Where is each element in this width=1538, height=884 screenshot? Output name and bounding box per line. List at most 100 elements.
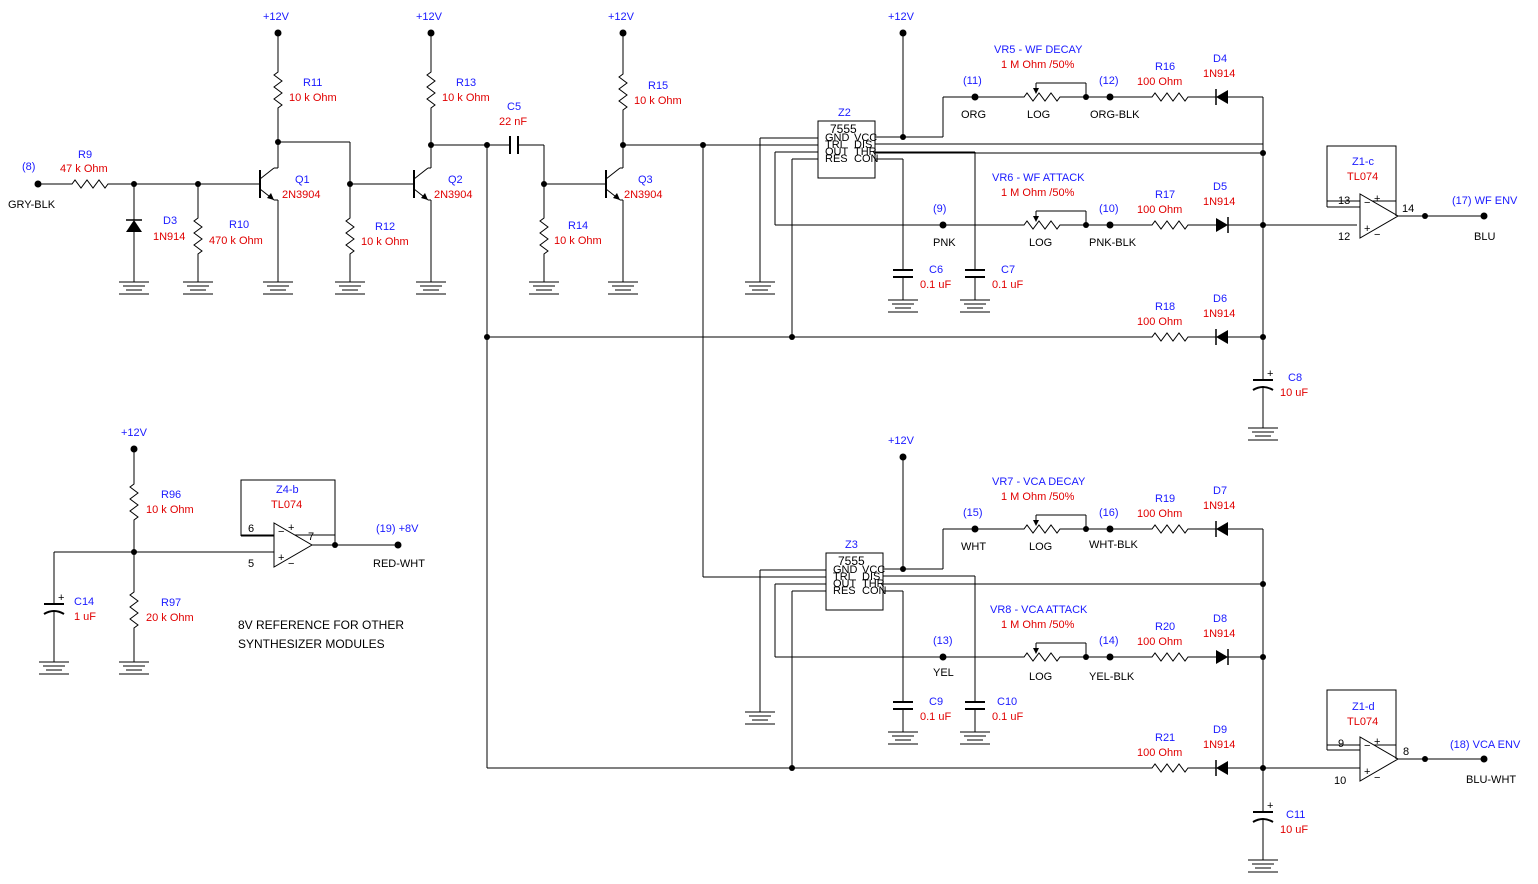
pin-11-terminal[interactable] [971,93,979,101]
q3-value: 2N3904 [624,189,663,201]
reference-section: +12V R96 10 k Ohm C14 1 uF R97 20 k Ohm … [38,427,425,675]
diode-d3 [126,219,142,232]
resistor-r19 [1147,524,1193,534]
vca-env-output-terminal[interactable] [1480,755,1488,763]
diode-d6 [1215,328,1229,346]
resistor-r21 [1147,763,1193,773]
pin-9-wire: PNK [933,237,956,249]
z1d-pin-b: 10 [1334,775,1346,787]
c6-ref: C6 [929,264,943,276]
r9-ref: R9 [78,149,92,161]
pin-12-terminal[interactable] [1106,93,1114,101]
z2-chip: 7555 [830,122,857,136]
d3-value: 1N914 [153,231,185,243]
z4b-value: TL074 [271,499,302,511]
diode-d8 [1215,648,1229,666]
vr7-value: 1 M Ohm /50% [1001,491,1075,503]
d9-value: 1N914 [1203,739,1235,751]
z2-pin-tri: TRI [825,139,843,151]
diode-d9 [1215,759,1229,777]
pin-14-terminal[interactable] [1106,653,1114,661]
vr5-ref: VR5 - WF DECAY [994,44,1083,56]
c14-value: 1 uF [74,611,96,623]
vplus-ref: +12V [121,427,148,439]
z3-pin-vcc: VCC [862,564,885,576]
z1d-pin-a: 9 [1338,738,1344,750]
vca-envelope-section: Z3 7555 GND TRI OUT RES VCC DIS THR CON … [487,145,1521,873]
pin-16-wire: WHT-BLK [1089,539,1139,551]
vr8-taper: LOG [1029,671,1052,683]
q3-ref: Q3 [638,174,653,186]
chip-z2: Z2 7555 GND TRI OUT RES VCC DIS THR CON [817,107,879,179]
resistor-r14 [539,213,549,259]
pin-10-label: (10) [1099,203,1119,215]
r15-ref: R15 [648,80,668,92]
pin-10-terminal[interactable] [1106,221,1114,229]
input-wire-color: GRY-BLK [8,199,56,211]
wf-env-wire: BLU [1474,231,1495,243]
input-stage: (8) GRY-BLK R9 47 k Ohm D3 1N914 R10 470… [8,11,818,295]
pin-14-label: (14) [1099,635,1119,647]
pin-9-terminal[interactable] [939,221,947,229]
z4b-ref: Z4-b [276,484,299,496]
pot-vr7 [1019,514,1065,534]
r17-value: 100 Ohm [1137,204,1182,216]
d5-value: 1N914 [1203,196,1235,208]
d5-ref: D5 [1213,181,1227,193]
c7-ref: C7 [1001,264,1015,276]
ref-output-wire: RED-WHT [373,558,425,570]
opamp-z1d [1359,735,1399,785]
pin-13-wire: YEL [933,667,954,679]
z2-pin-vcc: VCC [854,132,877,144]
vca-env-label: (18) VCA ENV [1450,739,1521,751]
c11-ref: C11 [1286,809,1305,821]
transistor-q2 [413,167,429,201]
z1c-pin-b: 12 [1338,231,1350,243]
q2-value: 2N3904 [434,189,473,201]
pin-16-label: (16) [1099,507,1119,519]
reference-note-line1: 8V REFERENCE FOR OTHER [238,618,404,632]
pin-13-label: (13) [933,635,953,647]
r16-value: 100 Ohm [1137,76,1182,88]
z1c-ref: Z1-c [1352,156,1375,168]
z1d-ref: Z1-d [1352,701,1375,713]
c14-ref: C14 [74,596,94,608]
wf-env-output-terminal[interactable] [1480,212,1488,220]
q2-ref: Q2 [448,174,463,186]
d6-ref: D6 [1213,293,1227,305]
z3-pin-out: OUT [833,578,857,590]
q1-ref: Q1 [295,174,310,186]
ref-output-terminal[interactable] [394,541,402,549]
r18-ref: R18 [1155,301,1175,313]
pot-vr5 [1019,82,1065,102]
z3-pin-thr: THR [862,578,885,590]
vr6-taper: LOG [1029,237,1052,249]
resistor-r12 [345,213,355,259]
z3-pin-gnd: GND [833,564,858,576]
pin-15-wire: WHT [961,541,986,553]
z2-pin-res: RES [825,153,848,165]
z1c-value: TL074 [1347,171,1378,183]
pin-15-terminal[interactable] [971,525,979,533]
vr6-value: 1 M Ohm /50% [1001,187,1075,199]
reference-note-line2: SYNTHESIZER MODULES [238,637,385,651]
opamp-z4b [273,521,313,571]
pin-13-terminal[interactable] [939,653,947,661]
pin-9-label: (9) [933,203,946,215]
r11-value: 10 k Ohm [289,92,337,104]
r11-ref: R11 [303,77,322,89]
d6-value: 1N914 [1203,308,1235,320]
r10-value: 470 k Ohm [209,235,263,247]
z1d-pin-out: 8 [1403,746,1409,758]
d3-ref: D3 [163,215,177,227]
r19-ref: R19 [1155,493,1175,505]
c8-ref: C8 [1288,372,1302,384]
vr5-value: 1 M Ohm /50% [1001,59,1075,71]
d8-value: 1N914 [1203,628,1235,640]
r97-ref: R97 [161,597,181,609]
resistor-r10 [193,213,203,259]
pin-16-terminal[interactable] [1106,525,1114,533]
r9-value: 47 k Ohm [60,163,108,175]
resistor-r13 [426,67,436,113]
